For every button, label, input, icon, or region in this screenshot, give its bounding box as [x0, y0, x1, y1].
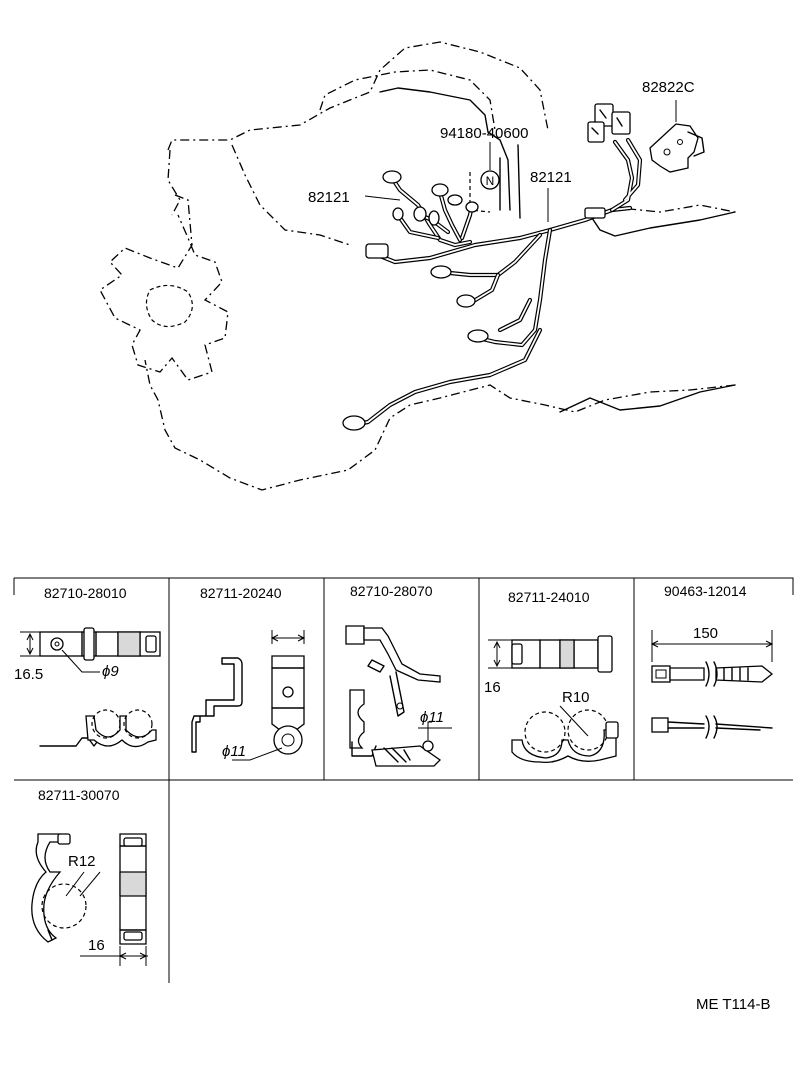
dim-width: 16: [88, 937, 105, 954]
valve-cover: [379, 87, 489, 133]
transmission-outline: [559, 211, 736, 413]
part-number: 90463-12014: [664, 583, 747, 599]
parts-table: 82710-28010 16.5 ϕ9 82711-20240: [13, 577, 794, 983]
reference-code: ME T114-B: [696, 996, 770, 1013]
leader-82121-left: [364, 195, 401, 201]
callout-82121-left: 82121: [308, 189, 350, 206]
dim-radius: R12: [68, 853, 96, 870]
engine-harness-illustration: N 82822C 94180-40600 82121 82121: [99, 41, 736, 491]
nut-symbol-letter: N: [486, 174, 495, 188]
engine-inner-outline: [167, 69, 496, 246]
engine-upper-edge: [487, 131, 521, 219]
dim-width: 16.5: [14, 666, 43, 683]
part-cell-2: 82711-20240 ϕ11: [191, 585, 306, 761]
dim-hole-diameter: ϕ9: [102, 663, 119, 680]
callout-82822C: 82822C: [642, 79, 695, 96]
dim-hole-diameter: ϕ11: [222, 743, 246, 760]
dim-radius: R10: [562, 689, 590, 706]
part-number: 82710-28010: [44, 585, 127, 601]
part-number: 82711-30070: [38, 787, 120, 803]
part-cell-5: 90463-12014 150: [650, 583, 774, 739]
cooling-fan: [99, 194, 229, 381]
connector-bracket-part: [649, 123, 705, 173]
part-cell-3: 82710-28070 ϕ11: [345, 583, 452, 767]
nut-symbol: N: [480, 170, 500, 190]
fan-hub: [145, 284, 193, 328]
callout-94180-40600: 94180-40600: [440, 125, 528, 142]
table-grid: [13, 577, 794, 983]
engine-wire-harness: [342, 103, 643, 431]
callout-82121-right: 82121: [530, 169, 572, 186]
part-number: 82711-20240: [200, 585, 282, 601]
part-number: 82710-28070: [350, 583, 433, 599]
part-cell-1: 82710-28010 16.5 ϕ9: [14, 585, 161, 748]
part-cell-4: 82711-24010 16 R10: [484, 589, 619, 764]
dim-width: 16: [484, 679, 501, 696]
part-number: 82711-24010: [508, 589, 590, 605]
dim-length: 150: [693, 625, 718, 642]
part-cell-6: 82711-30070 R12 16: [31, 787, 148, 966]
dim-hole-diameter: ϕ11: [420, 709, 444, 726]
